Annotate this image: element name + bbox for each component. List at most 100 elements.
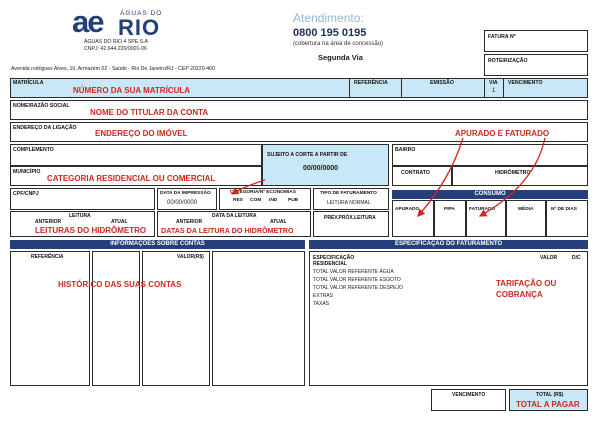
data-leitura-box: DATA DA LEITURA ANTERIOR ATUAL DATAS DA …	[157, 211, 311, 237]
logo: ae ÁGUAS DO RIO	[72, 4, 212, 40]
corte-date: 00/00/0000	[303, 165, 339, 172]
leitura-hint: LEITURAS DO HIDRÔMETRO	[35, 226, 147, 235]
complemento-box: COMPLEMENTO	[10, 144, 262, 166]
hidrometro-box: HIDRÔMETRO	[452, 166, 588, 186]
historico-valor-col	[92, 251, 140, 386]
bairro-label: BAIRRO	[395, 147, 416, 153]
matricula-divider-2	[401, 78, 402, 98]
data-leitura-atual: ATUAL	[270, 219, 287, 225]
especificacao-header: ESPECIFICAÇÃO DO FATURAMENTO	[309, 240, 588, 249]
logo-top-text: ÁGUAS DO	[120, 10, 163, 17]
consumo-faturado-label: FATURADO	[469, 207, 496, 212]
municipio-label: MUNICÍPIO	[13, 169, 41, 175]
data-leitura-anterior: ANTERIOR	[176, 219, 203, 225]
historico-hint: HISTÓRICO DAS SUAS CONTAS	[58, 280, 182, 289]
matricula-divider-1	[349, 78, 350, 98]
impressao-value: 00/00/0000	[167, 200, 198, 206]
especificacao-item: TAXAS	[313, 301, 330, 307]
company-cnpj: CNPJ: 42.644.220/0001-06	[84, 46, 147, 52]
via-value: 1	[492, 88, 496, 94]
especificacao-box: ESPECIFICAÇÃO RESIDENCIAL VALOR D/C TOTA…	[309, 251, 588, 386]
consumo-dias-label: Nº DE DIAS	[551, 207, 578, 212]
fatura-label: FATURA Nº	[488, 34, 516, 40]
nome-hint: NOME DO TITULAR DA CONTA	[90, 108, 209, 117]
categoria-pub: PUB	[288, 198, 299, 203]
especificacao-item: EXTRAS	[313, 293, 334, 299]
footer-vencimento-box: VENCIMENTO	[431, 389, 506, 411]
matricula-hint: NÚMERO DA SUA MATRÍCULA	[73, 86, 191, 95]
especificacao-head-1: ESPECIFICAÇÃO	[313, 255, 355, 261]
footer-total-label: TOTAL (R$)	[536, 392, 564, 398]
tarifacao-hint-1: TARIFAÇÃO OU	[496, 279, 557, 288]
consumo-faturado: FATURADO	[466, 200, 506, 237]
municipio-box: MUNICÍPIO CATEGORIA RESIDENCIAL OU COMER…	[10, 166, 262, 186]
especificacao-valor: VALOR	[540, 255, 558, 261]
corte-box: SUJEITO A CORTE A PARTIR DE 00/00/0000	[262, 144, 389, 186]
municipio-hint: CATEGORIA RESIDENCIAL OU COMERCIAL	[47, 174, 216, 183]
categoria-ind: IND	[269, 198, 278, 203]
tarifacao-hint-2: COBRANÇA	[496, 290, 543, 299]
atendimento-phone: 0800 195 0195	[293, 27, 367, 39]
contrato-box: CONTRATO	[392, 166, 452, 186]
logo-mark: ae	[72, 4, 105, 39]
fatura-box: FATURA Nº	[484, 30, 588, 52]
consumo-dias: Nº DE DIAS	[546, 200, 588, 237]
footer-total-hint: TOTAL A PAGAR	[516, 400, 580, 409]
historico-valor-label: VALOR(R$)	[177, 254, 204, 260]
copy-label: Segunda Via	[318, 53, 363, 62]
complemento-label: COMPLEMENTO	[13, 147, 54, 153]
impressao-box: DATA DA IMPRESSÃO 00/00/0000	[157, 188, 217, 210]
prev-prox-box: PREV.PRÓX.LEITURA	[313, 211, 389, 237]
categoria-com: COM	[250, 198, 262, 203]
consumo-pipa-label: PIPA	[444, 207, 455, 212]
matricula-divider-3	[484, 78, 485, 98]
vencimento-label: VENCIMENTO	[508, 80, 543, 86]
endereco-box: ENDEREÇO DA LIGAÇÃO ENDEREÇO DO IMÓVEL A…	[10, 122, 588, 142]
endereco-label: ENDEREÇO DA LIGAÇÃO	[13, 125, 77, 131]
historico-referencia-col-2: VALOR(R$)	[142, 251, 210, 386]
nome-box: NOME/RAZÃO SOCIAL NOME DO TITULAR DA CON…	[10, 100, 588, 120]
nome-label: NOME/RAZÃO SOCIAL	[13, 103, 70, 109]
company-address: Avenida rodrigues Alves, 10, Armazém 02 …	[11, 66, 215, 72]
hidrometro-label: HIDRÔMETRO	[495, 170, 531, 176]
consumo-media-label: MÉDIA	[518, 207, 534, 212]
leitura-box: LEITURA ANTERIOR ATUAL LEITURAS DO HIDRÔ…	[10, 211, 155, 237]
info-contas-header: INFORMAÇÕES SOBRE CONTAS	[10, 240, 305, 249]
apurado-hint: APURADO E FATURADO	[455, 129, 550, 138]
data-leitura-head: DATA DA LEITURA	[212, 213, 257, 219]
consumo-apurado: APURADO	[392, 200, 434, 237]
cpf-box: CPF/CNPJ	[10, 188, 155, 210]
tipo-faturamento-value: LEITURA NORMAL	[327, 200, 371, 206]
especificacao-item: TOTAL VALOR REFERENTE ESGOTO	[313, 277, 401, 283]
tipo-faturamento-label: TIPO DE FATURAMENTO	[320, 191, 377, 196]
footer-vencimento-label: VENCIMENTO	[452, 392, 486, 398]
company-name: ÁGUAS DO RIO 4 SPE S.A	[84, 39, 148, 45]
matricula-label: MATRÍCULA	[13, 80, 44, 86]
historico-valor-col-2	[212, 251, 305, 386]
categoria-box: CATEGORIA/Nº ECONOMIAS RES COM IND PUB	[219, 188, 311, 210]
categoria-res: RES	[233, 198, 243, 203]
roteirizacao-box: ROTEIRIZAÇÃO	[484, 54, 588, 76]
especificacao-item: TOTAL VALOR REFERENTE DESPEJO	[313, 285, 403, 291]
footer-total-box: TOTAL (R$) TOTAL A PAGAR	[509, 389, 588, 411]
especificacao-item: TOTAL VALOR REFERENTE ÁGUA	[313, 269, 394, 275]
roteirizacao-label: ROTEIRIZAÇÃO	[488, 58, 528, 64]
leitura-anterior: ANTERIOR	[35, 219, 62, 225]
especificacao-head-2: RESIDENCIAL	[313, 261, 347, 267]
consumo-media: MÉDIA	[506, 200, 546, 237]
referencia-label: REFERÊNCIA	[354, 80, 388, 86]
emissao-label: EMISSÃO	[430, 80, 454, 86]
historico-referencia-label: REFERÊNCIA	[31, 254, 64, 260]
consumo-header: CONSUMO	[392, 190, 588, 199]
cpf-label: CPF/CNPJ	[13, 191, 39, 197]
via-label: VIA	[489, 80, 498, 86]
atendimento-title: Atendimento:	[293, 11, 364, 25]
especificacao-dc: D/C	[572, 255, 581, 261]
contrato-label: CONTRATO	[401, 170, 430, 176]
leitura-head: LEITURA	[69, 213, 91, 219]
endereco-hint: ENDEREÇO DO IMÓVEL	[95, 129, 188, 138]
historico-referencia-col: REFERÊNCIA	[10, 251, 90, 386]
tipo-faturamento-box: TIPO DE FATURAMENTO LEITURA NORMAL	[313, 188, 389, 210]
matricula-row	[10, 78, 588, 98]
atendimento-coverage: (cobertura na área de concessão)	[293, 41, 384, 47]
